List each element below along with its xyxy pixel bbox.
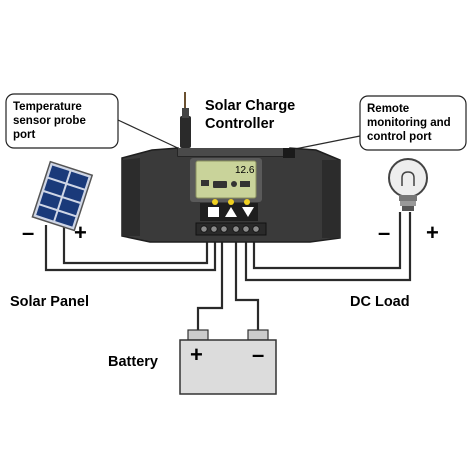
load-plus-sign: + bbox=[426, 220, 439, 245]
load-minus-sign: – bbox=[378, 220, 390, 245]
remote-port bbox=[283, 148, 295, 158]
wire-load-negative bbox=[244, 212, 412, 282]
battery-plus-sign: + bbox=[190, 342, 203, 367]
led-2 bbox=[228, 199, 234, 205]
solar-plus-sign: + bbox=[74, 220, 87, 245]
solar-panel bbox=[31, 160, 94, 232]
callout-remote-line1: Remote bbox=[367, 103, 409, 115]
wires bbox=[44, 119, 412, 333]
title-line2: Controller bbox=[205, 116, 275, 132]
lcd-icons bbox=[201, 180, 250, 188]
up-button[interactable] bbox=[225, 207, 237, 217]
wire-battery-negative bbox=[234, 232, 260, 333]
menu-button[interactable] bbox=[208, 207, 219, 217]
callout-box-temperature bbox=[5, 93, 119, 149]
battery-minus-sign: – bbox=[252, 342, 264, 367]
battery-body bbox=[179, 339, 277, 395]
battery-terminal-positive bbox=[187, 329, 209, 341]
charge-controller: 12.6 bbox=[121, 147, 341, 243]
label-solar-panel: Solar Panel bbox=[10, 294, 89, 310]
temperature-probe bbox=[180, 92, 191, 148]
wire-battery-positive bbox=[196, 232, 224, 333]
callout-pointer-temperature bbox=[117, 119, 183, 151]
battery-terminal-negative bbox=[247, 329, 269, 341]
down-button[interactable] bbox=[242, 207, 254, 217]
callout-box-remote bbox=[359, 95, 467, 151]
battery bbox=[179, 329, 277, 395]
terminals bbox=[200, 225, 260, 233]
solar-minus-sign: – bbox=[22, 220, 34, 245]
wire-solar-positive bbox=[62, 225, 209, 265]
led-1 bbox=[212, 199, 218, 205]
callout-temperature-line3: port bbox=[13, 129, 36, 141]
callout-remote-line2: monitoring and bbox=[367, 117, 451, 129]
callout-temperature-line2: sensor probe bbox=[13, 115, 86, 127]
wire-solar-negative bbox=[44, 225, 217, 272]
callout-pointer-remote bbox=[289, 135, 361, 151]
dc-load-bulb bbox=[388, 158, 428, 211]
callout-temperature-line1: Temperature bbox=[13, 101, 82, 113]
lcd-screen bbox=[195, 160, 257, 199]
label-battery: Battery bbox=[108, 354, 158, 370]
led-3 bbox=[244, 199, 250, 205]
lcd-readout: 12.6 bbox=[235, 165, 255, 176]
callout-remote-line3: control port bbox=[367, 131, 432, 143]
title-line1: Solar Charge bbox=[205, 98, 295, 114]
wire-load-positive bbox=[252, 212, 402, 270]
label-dc-load: DC Load bbox=[350, 294, 410, 310]
